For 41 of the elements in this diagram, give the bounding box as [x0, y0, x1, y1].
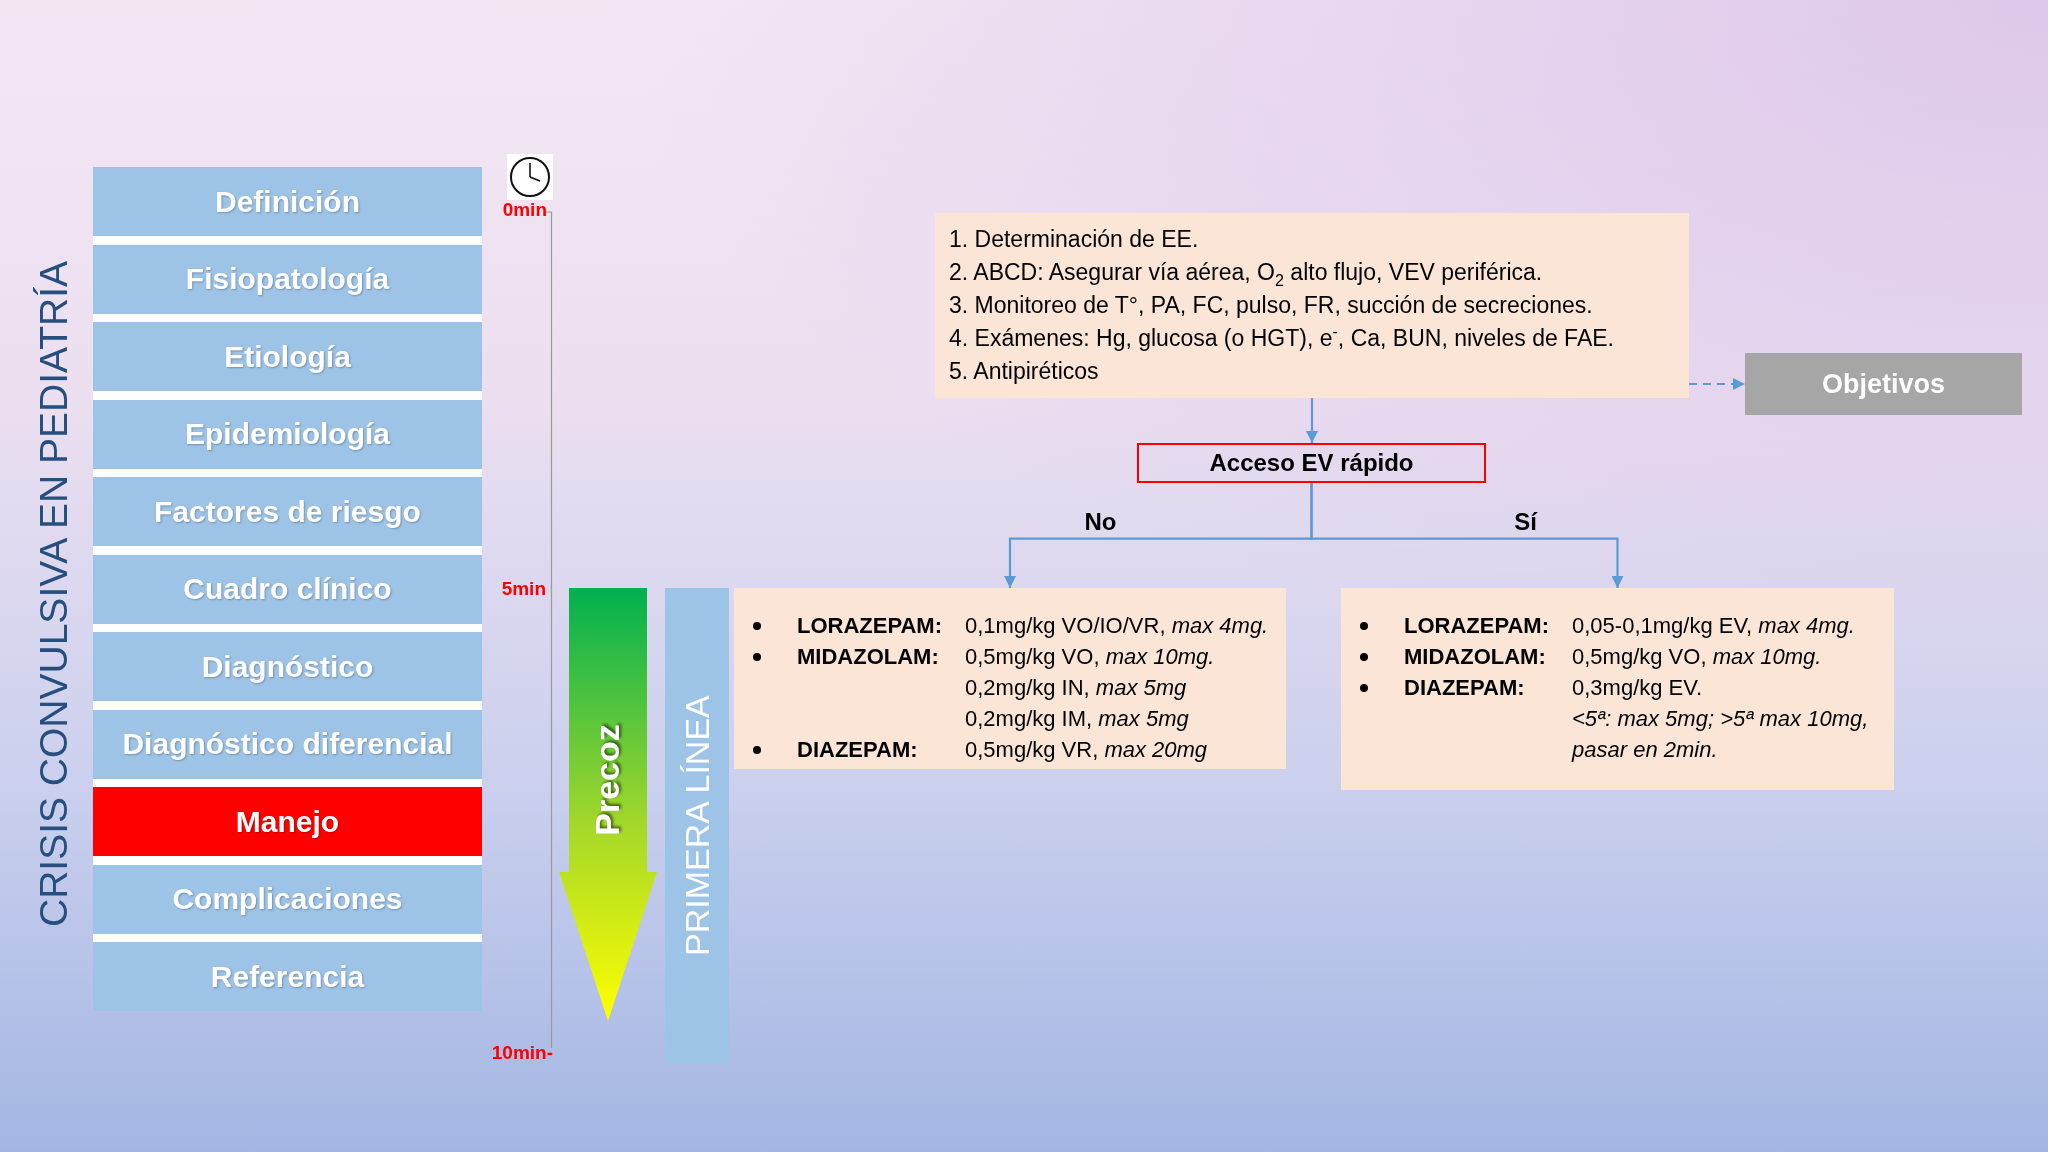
- dose-text: <5ª: max 5mg; >5ª max 10mg, pasar en 2min.: [1572, 705, 1870, 764]
- menu-item: Referencia: [93, 942, 482, 1011]
- time-label: 0min: [502, 199, 547, 221]
- menu-item: Factores de riesgo: [93, 477, 482, 546]
- menu-item: Fisiopatología: [93, 244, 482, 314]
- dose-text: MIDAZOLAM: 0,5mg/kg VO, max 10mg.: [1404, 643, 1822, 671]
- dashed-arrow: [1689, 378, 1745, 390]
- decision-box: Acceso EV rápido: [1137, 443, 1486, 483]
- menu-item: Epidemiología: [93, 399, 482, 469]
- dose-text: MIDAZOLAM: 0,5mg/kg VO, max 10mg.: [797, 643, 1215, 671]
- time-label: 10min-: [491, 1042, 553, 1064]
- edge-label: No: [1084, 508, 1117, 535]
- menu-item: Manejo: [93, 787, 482, 856]
- dose-text: DIAZEPAM: 0,3mg/kg EV.: [1404, 674, 1703, 702]
- menu-item: Diagnóstico: [93, 632, 482, 701]
- dose-text: DIAZEPAM: 0,5mg/kg VR, max 20mg: [797, 736, 1208, 764]
- menu-item: Etiología: [93, 322, 482, 391]
- info-panel: [935, 213, 1689, 398]
- info-panel: [734, 588, 1286, 769]
- arrow: [1306, 398, 1318, 443]
- list-item: 1. Determinación de EE.: [949, 225, 1199, 254]
- list-item: 4. Exámenes: Hg, glucosa (o HGT), e$^{-}$, Ca, BUN, niveles de FAE.: [949, 322, 1614, 353]
- menu-item: Complicaciones: [93, 864, 482, 934]
- dose-text: 0,2mg/kg IM, max 5mg: [965, 705, 1189, 733]
- menu-item: Cuadro clínico: [93, 554, 482, 624]
- side-band: PRIMERA LÍNEA: [665, 588, 729, 1064]
- list-item: 5. Antipiréticos: [949, 357, 1099, 386]
- dose-text: LORAZEPAM: 0,05-0,1mg/kg EV, max 4mg.: [1404, 612, 1855, 640]
- slide-title: CRISIS CONVULSIVA EN PEDIATRÍA: [32, 261, 76, 927]
- arrow: [1310, 483, 1624, 588]
- menu-item: Definición: [93, 167, 482, 236]
- time-label: 5min: [501, 578, 546, 600]
- dose-text: LORAZEPAM: 0,1mg/kg VO/IO/VR, max 4mg.: [797, 612, 1269, 640]
- list-item: 2. ABCD: Asegurar vía aérea, O$_{2}$ alto flujo, VEV periférica.: [949, 258, 1543, 289]
- list-item: 3. Monitoreo de T°, PA, FC, pulso, FR, succión de secreciones.: [949, 291, 1593, 320]
- info-panel: [1341, 588, 1894, 790]
- phase-label: Precoz: [589, 724, 627, 836]
- menu-item: Diagnóstico diferencial: [93, 709, 482, 779]
- edge-label: Sí: [1514, 508, 1538, 535]
- process-box: Objetivos: [1745, 353, 2022, 415]
- dose-text: 0,2mg/kg IN, max 5mg: [965, 674, 1187, 702]
